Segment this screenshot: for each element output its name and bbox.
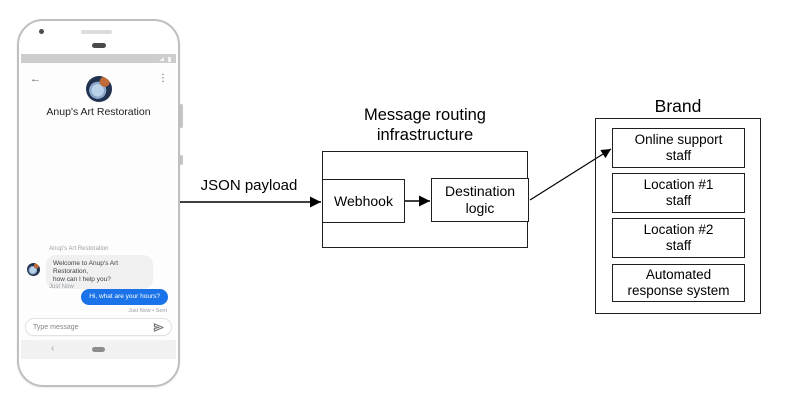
phone-screen: ← ⋮ Anup's Art Restoration Anup's Art Re… [21,54,176,359]
earpiece [92,43,106,48]
outgoing-timestamp: Just Now • Sent [128,308,167,314]
phone-power-button [180,155,183,165]
back-arrow-icon[interactable]: ← [30,73,41,85]
nav-back-icon[interactable]: ‹ [51,343,55,354]
brand-box-online-support: Online support staff [612,128,745,168]
brand-box-line2: response system [627,283,730,298]
brand-box-line1: Location #2 [643,221,714,237]
destination-logic-line2: logic [465,200,495,216]
sender-label: Anup's Art Restoration [49,246,109,252]
incoming-message-bubble: Welcome to Anup's Art Restoration, how c… [46,255,153,289]
routing-title-line2: infrastructure [376,126,474,144]
nav-home-button[interactable] [92,347,105,352]
brand-box-line1: Automated [645,266,712,282]
webhook-box: Webhook [322,179,405,223]
outgoing-message-bubble: Hi, what are your hours? [81,289,168,305]
avatar [85,76,112,102]
brand-container-box [595,118,761,314]
brand-box-line1: Location #1 [643,176,714,192]
incoming-message-line1: Welcome to Anup's Art Restoration, [53,260,119,275]
brand-box-line1: Online support [634,131,723,147]
signal-icon [159,57,164,61]
send-icon[interactable] [153,322,164,333]
status-bar [21,54,176,63]
destination-logic-box: Destination logic [431,178,529,222]
message-input[interactable] [33,323,153,331]
front-camera [39,29,44,34]
routing-title-line1: Message routing [364,106,486,124]
phone-volume-button [180,104,183,128]
brand-box-line2: staff [665,148,692,163]
brand-box-location-1: Location #1 staff [612,173,745,213]
message-composer [25,318,172,336]
destination-logic-line1: Destination [444,183,516,199]
brand-box-automated-response: Automated response system [612,264,745,302]
brand-box-line2: staff [665,238,692,253]
navigation-bar: ‹ [21,340,176,359]
chat-header: ← ⋮ Anup's Art Restoration [21,63,176,121]
incoming-timestamp: Just Now [49,284,74,290]
json-payload-label: JSON payload [200,177,298,194]
brand-box-line2: staff [665,193,692,208]
battery-icon [168,57,171,62]
phone-mockup: ← ⋮ Anup's Art Restoration Anup's Art Re… [17,19,180,387]
brand-title: Brand [654,96,702,116]
brand-box-location-2: Location #2 staff [612,218,745,258]
chat-title: Anup's Art Restoration [46,106,151,118]
routing-title: Message routing infrastructure [320,105,530,145]
more-options-icon[interactable]: ⋮ [158,73,168,84]
speaker-slot [81,30,112,34]
incoming-message-line2: how can I help you? [53,276,111,283]
message-avatar [27,263,40,276]
